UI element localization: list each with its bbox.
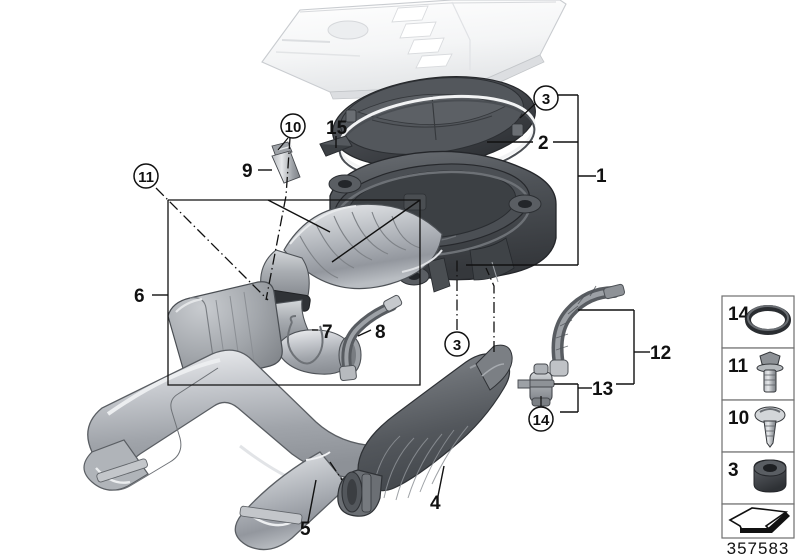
callout-12: 12 bbox=[650, 343, 671, 364]
callout-2: 2 bbox=[538, 133, 549, 154]
callout-14-circle bbox=[528, 406, 554, 432]
callout-9: 9 bbox=[242, 161, 253, 182]
callout-11: 11 bbox=[138, 169, 154, 186]
direction-arrow-icon bbox=[728, 507, 790, 533]
callout-labels: 1 2 3 3 4 5 6 7 8 9 10 11 12 13 14 15 bbox=[133, 85, 671, 540]
legend-panel: 14 11 10 3 bbox=[721, 295, 795, 558]
legend-label-10: 10 bbox=[728, 408, 749, 429]
grommet-icon bbox=[753, 459, 787, 493]
hex-bolt-icon bbox=[756, 351, 784, 393]
wire-clip-graphic bbox=[286, 315, 324, 365]
screw-icon bbox=[754, 406, 786, 448]
callout-4: 4 bbox=[430, 493, 441, 514]
legend-label-3: 3 bbox=[728, 460, 739, 481]
hex-flange-bolt-graphic bbox=[271, 141, 301, 184]
legend-cell-10 bbox=[721, 399, 795, 453]
intake-resonator-graphic bbox=[167, 203, 443, 384]
legend-label-11: 11 bbox=[728, 356, 749, 377]
legend-cell-14 bbox=[721, 295, 795, 349]
callout-8: 8 bbox=[375, 322, 386, 343]
callout-1: 1 bbox=[596, 166, 607, 187]
callout-3-top-circle bbox=[533, 85, 559, 111]
non-return-valve-graphic bbox=[517, 363, 555, 407]
callout-6: 6 bbox=[134, 286, 145, 307]
callout-7: 7 bbox=[322, 322, 333, 343]
callout-10: 10 bbox=[285, 119, 302, 136]
callout-5: 5 bbox=[300, 519, 311, 540]
engine-cover-graphic bbox=[261, 0, 567, 100]
breather-hose-graphic bbox=[549, 283, 626, 377]
callout-14: 14 bbox=[533, 412, 550, 429]
legend-label-14: 14 bbox=[728, 304, 750, 325]
air-filter-cover-graphic bbox=[332, 75, 536, 181]
callout-10-circle bbox=[280, 113, 306, 139]
callout-11-circle bbox=[133, 163, 159, 189]
callout-3-top: 3 bbox=[542, 91, 550, 108]
callout-15: 15 bbox=[326, 118, 348, 139]
corrugated-duct-graphic bbox=[337, 344, 513, 517]
callout-3-bottom: 3 bbox=[453, 337, 461, 354]
intake-air-duct-graphic bbox=[83, 349, 377, 551]
vent-hose-graphic bbox=[339, 294, 403, 382]
callout-leader-lines bbox=[152, 94, 650, 523]
legend-cell-11 bbox=[721, 347, 795, 401]
o-ring-icon bbox=[745, 305, 791, 335]
part-number: 357583 bbox=[727, 539, 790, 558]
callout-3-bottom-circle bbox=[444, 331, 470, 357]
callout-13: 13 bbox=[592, 379, 613, 400]
